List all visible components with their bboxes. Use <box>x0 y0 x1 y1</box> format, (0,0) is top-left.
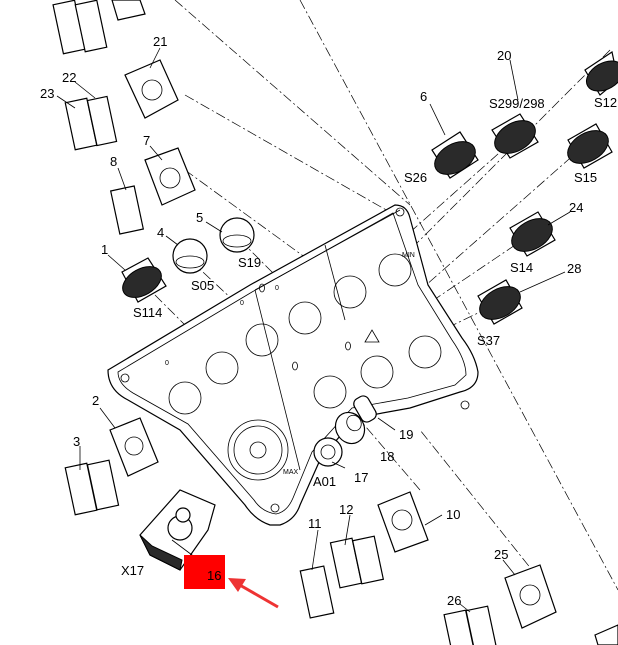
callout-7: 7 <box>143 133 150 148</box>
callout-12: 12 <box>339 502 353 517</box>
callout-21: 21 <box>153 34 167 49</box>
push-button-s15-icon <box>567 123 613 169</box>
knob-a01-icon <box>313 437 343 467</box>
callout-4: 4 <box>157 225 164 240</box>
callout-11: 11 <box>308 516 322 531</box>
push-button-s114-icon <box>121 257 167 303</box>
callout-2: 2 <box>92 393 99 408</box>
callout-6: 6 <box>420 89 427 104</box>
callout-16: 16 <box>207 568 221 583</box>
callout-3: 3 <box>73 434 80 449</box>
panel-zero-a: 0 <box>240 300 244 307</box>
push-button-s26-icon <box>431 131 479 179</box>
push-button-s12-icon <box>584 51 618 96</box>
callout-s15: S15 <box>574 170 597 185</box>
contact-block-3-icon <box>64 459 120 516</box>
push-button-s37-icon <box>477 279 523 325</box>
contact-block-26-icon <box>443 605 618 645</box>
lens-s05-icon <box>172 238 208 274</box>
switch-holder-25-icon <box>504 564 557 629</box>
callout-s26: S26 <box>404 170 427 185</box>
callout-17: 17 <box>354 470 368 485</box>
callout-20: 20 <box>497 48 511 63</box>
push-button-s299-icon <box>491 113 539 159</box>
callout-22: 22 <box>62 70 76 85</box>
callout-18: 18 <box>380 449 394 464</box>
panel-max-label: MAX <box>283 469 299 476</box>
push-button-s14-icon <box>509 211 556 257</box>
callout-s14: S14 <box>510 260 533 275</box>
knob-cap-19-icon <box>353 395 377 423</box>
callout-24: 24 <box>569 200 583 215</box>
control-panel-plate-icon: MIN MAX 0 0 0 <box>107 204 479 526</box>
lens-s19-icon <box>219 217 255 253</box>
callout-s37: S37 <box>477 333 500 348</box>
panel-zero-b: 0 <box>165 360 169 367</box>
contact-block-11-12-icon <box>299 535 385 619</box>
callout-1: 1 <box>101 242 108 257</box>
callout-s299: S299/298 <box>489 96 545 111</box>
switch-holder-7-icon <box>144 147 196 206</box>
panel-min-label: MIN <box>402 252 415 259</box>
contact-block-top-icon <box>52 0 146 55</box>
contact-block-22-23-icon <box>64 95 118 151</box>
panel-zero-c: 0 <box>275 285 279 292</box>
callout-labels: 21 20 S299/298 S12 22 23 6 7 8 S26 S15 2… <box>40 34 617 608</box>
callout-s05: S05 <box>191 278 214 293</box>
callout-19: 19 <box>399 427 413 442</box>
knob-18-icon <box>334 411 366 445</box>
callout-x17: X17 <box>121 563 144 578</box>
callout-5: 5 <box>196 210 203 225</box>
switch-holder-2-icon <box>109 417 159 477</box>
joystick-x17-icon <box>139 489 216 571</box>
callout-10: 10 <box>446 507 460 522</box>
callout-25: 25 <box>494 547 508 562</box>
pointer-arrow-icon <box>228 578 279 609</box>
contact-block-8-icon <box>109 185 145 235</box>
callout-26: 26 <box>447 593 461 608</box>
switch-holder-21-icon <box>124 59 179 119</box>
callout-a01: A01 <box>313 474 336 489</box>
callout-s12: S12 <box>594 95 617 110</box>
switch-holder-10-icon <box>377 491 429 553</box>
callout-8: 8 <box>110 154 117 169</box>
callout-s19: S19 <box>238 255 261 270</box>
callout-28: 28 <box>567 261 581 276</box>
callout-23: 23 <box>40 86 54 101</box>
highlight-box <box>184 555 225 589</box>
callout-s114: S114 <box>133 305 162 320</box>
